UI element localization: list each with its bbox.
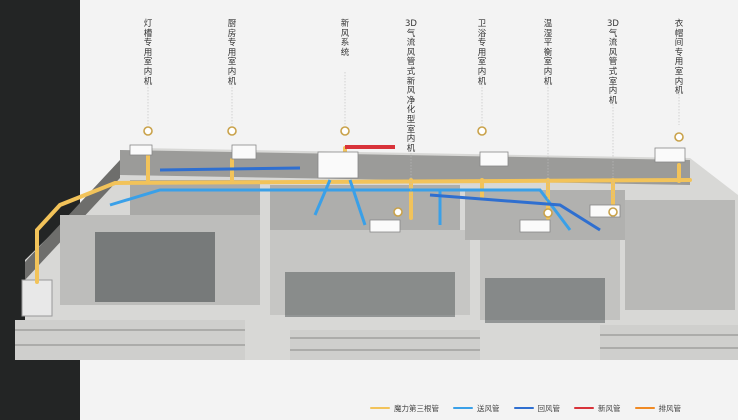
label-lamp-trough: 灯槽专用室内机 xyxy=(143,19,153,87)
legend-item-return: 回风管 xyxy=(513,403,561,414)
legend-swatch xyxy=(453,406,473,410)
glass-front-left xyxy=(95,232,215,302)
room-center xyxy=(270,230,470,315)
label-3d-duct-purify: 3D气流风管式新风净化型室内机 xyxy=(405,19,417,154)
balcony-right xyxy=(600,325,738,360)
legend-item-exhaust: 排风管 xyxy=(634,403,682,414)
glass-front-right xyxy=(485,278,605,323)
glass-front-center xyxy=(285,272,455,317)
room-far-right xyxy=(625,200,735,310)
label-bathroom: 卫浴专用室内机 xyxy=(477,19,487,87)
legend-item-supply: 送风管 xyxy=(453,403,500,414)
return-ducts xyxy=(159,166,601,232)
balcony-center xyxy=(290,330,480,360)
legend-label: 新风管 xyxy=(598,403,621,413)
outdoor-unit xyxy=(21,279,53,317)
legend-item-gold: 魔力第三根管 xyxy=(370,403,439,414)
legend-swatch xyxy=(513,406,534,410)
back-wall xyxy=(120,150,690,185)
legend-item-fresh: 新风管 xyxy=(574,403,621,414)
legend-swatch xyxy=(574,406,594,410)
leader-lines xyxy=(147,72,680,200)
legend-label: 回风管 xyxy=(537,403,561,413)
balcony-left xyxy=(15,320,245,360)
legend-swatch xyxy=(634,406,655,410)
room-kitchen xyxy=(130,180,260,215)
legend-label: 排风管 xyxy=(658,403,682,413)
label-thermo-humidity: 温湿平衡室内机 xyxy=(543,19,553,87)
legend-label: 送风管 xyxy=(477,403,500,413)
label-cloakroom: 衣帽间专用室内机 xyxy=(674,19,684,97)
label-markers xyxy=(143,126,684,218)
legend-label: 魔力第三根管 xyxy=(394,403,439,413)
supply-ducts xyxy=(109,179,572,231)
legend-swatch xyxy=(370,406,390,410)
label-kitchen: 厨房专用室内机 xyxy=(227,19,237,87)
label-3d-duct: 3D气流风管式室内机 xyxy=(607,19,619,106)
balcony-railings xyxy=(15,329,738,351)
pipe-legend: 魔力第三根管 送风管 回风管 新风管 排风管 xyxy=(370,402,695,414)
indoor-units xyxy=(129,144,686,233)
label-fresh-air: 新风系统 xyxy=(340,19,350,58)
room-right xyxy=(480,240,620,320)
